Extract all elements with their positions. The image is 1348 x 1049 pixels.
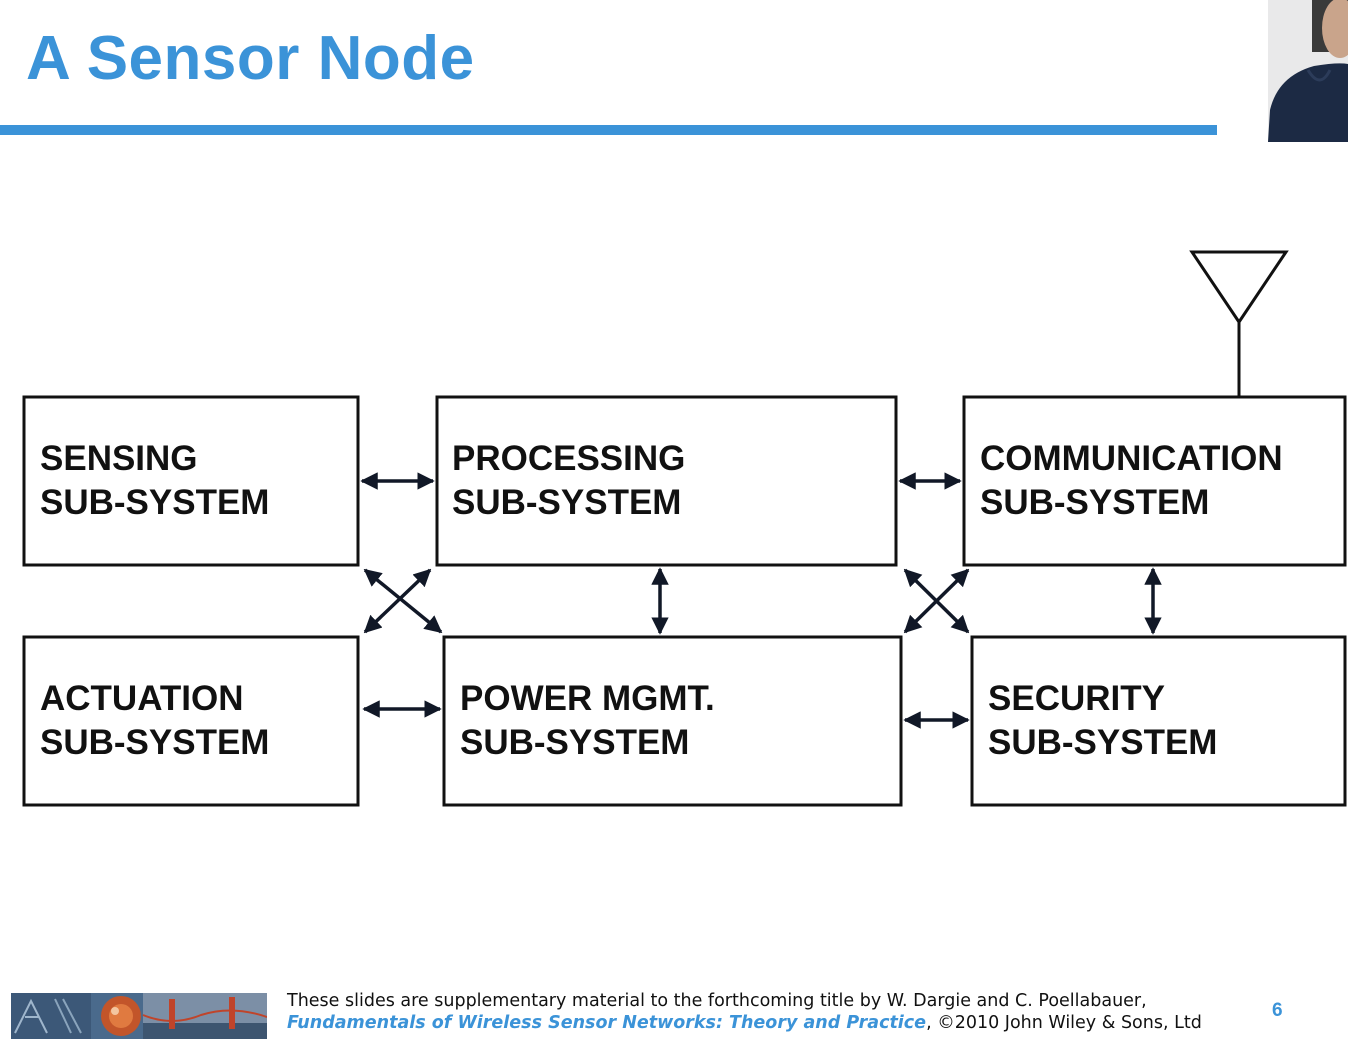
- footer-book-title: Fundamentals of Wireless Sensor Networks…: [287, 1013, 927, 1033]
- power-box: [442, 635, 903, 807]
- footer-banner-image: [11, 993, 267, 1039]
- footer-line-2: Fundamentals of Wireless Sensor Networks…: [287, 1012, 1202, 1034]
- power-label: POWER MGMT.SUB-SYSTEM: [460, 679, 715, 762]
- communication-box: [962, 395, 1347, 567]
- title-underline: [0, 125, 1217, 135]
- footer-citation: These slides are supplementary material …: [287, 990, 1202, 1034]
- security-box: [970, 635, 1347, 807]
- footer-line-1: These slides are supplementary material …: [287, 991, 1147, 1011]
- actuation-box: [22, 635, 360, 807]
- processing-box: [435, 395, 898, 567]
- sensing-box: [22, 395, 360, 567]
- slide-title: A Sensor Node: [26, 24, 475, 93]
- arrow-actuation-processing: [363, 568, 432, 634]
- antenna-icon: [1189, 250, 1289, 397]
- presenter-webcam-thumbnail: [1268, 0, 1348, 142]
- arrow-power-communication: [903, 568, 970, 634]
- page-number: 6: [1272, 1000, 1283, 1021]
- footer-copyright: , ©2010 John Wiley & Sons, Ltd: [926, 1013, 1202, 1033]
